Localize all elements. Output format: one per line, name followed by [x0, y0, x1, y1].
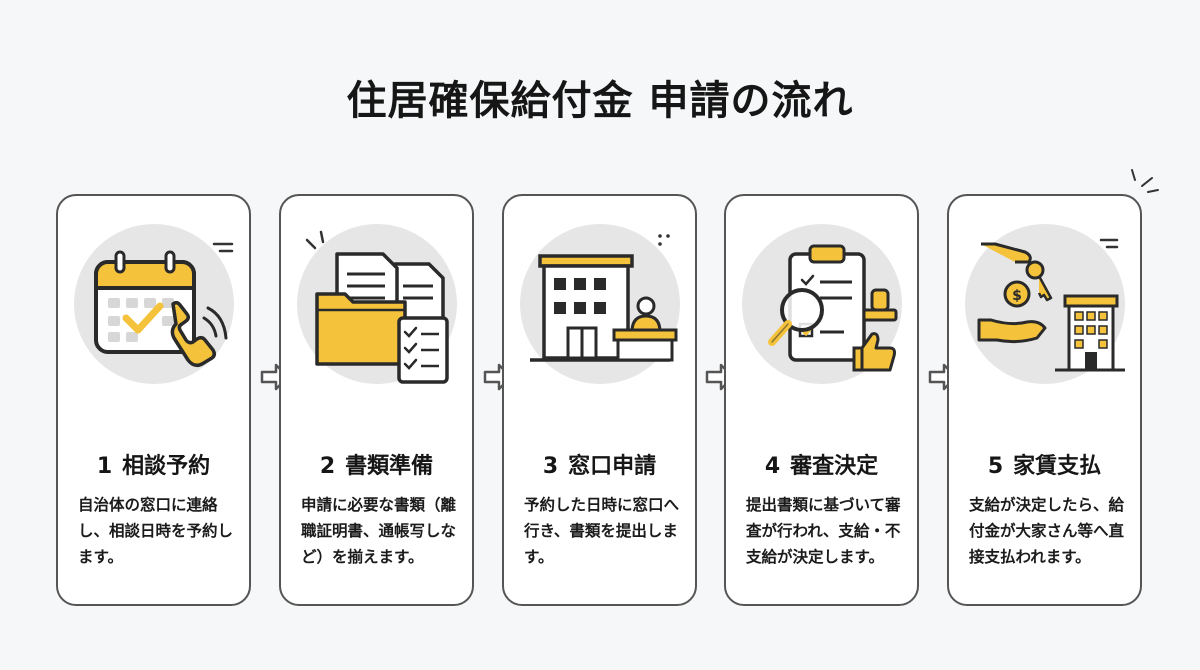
step-heading-4: 4 審査決定: [726, 448, 917, 480]
step-number: 1: [96, 454, 113, 479]
step-label: 相談予約: [122, 454, 211, 479]
step-description: 提出書類に基づいて審査が行われ、支給・不支給が決定します。: [746, 496, 901, 566]
svg-text:$: $: [1012, 288, 1022, 304]
step-card-5: $ 5 家賃支払: [947, 194, 1142, 606]
step-description: 自治体の窓口に連絡し、相談日時を予約します。: [78, 496, 234, 566]
step-description: 支給が決定したら、給付金が大家さん等へ直接支払われます。: [969, 496, 1125, 566]
review-approval-icon: [732, 214, 912, 394]
step-label: 書類準備: [345, 454, 434, 479]
step-number: 4: [764, 454, 781, 479]
step-heading-3: 3 窓口申請: [504, 448, 695, 480]
step-heading-1: 1 相談予約: [58, 448, 249, 480]
step-card-3: 3 窓口申請 予約した日時に窓口へ行き、書類を提出します。: [502, 194, 697, 606]
sparkle-icon: [1131, 169, 1159, 193]
step-description: 予約した日時に窓口へ行き、書類を提出します。: [524, 496, 680, 566]
step-card-2: 2 書類準備 申請に必要な書類（離職証明書、通帳写しなど）を揃えます。: [279, 194, 474, 606]
step-card-4: 4 審査決定 提出書類に基づいて審査が行われ、支給・不支給が決定します。: [724, 194, 919, 606]
step-number: 3: [542, 454, 559, 479]
step-number: 5: [987, 454, 1004, 479]
page-title: 住居確保給付金 申請の流れ: [346, 78, 854, 124]
step-card-1: 1 相談予約 自治体の窓口に連絡し、相談日時を予約します。: [56, 194, 251, 606]
step-number: 2: [319, 454, 336, 479]
office-counter-icon: [510, 214, 690, 394]
calendar-phone-icon: [64, 214, 244, 394]
step-label: 家賃支払: [1013, 454, 1102, 479]
step-label: 窓口申請: [568, 454, 657, 479]
step-heading-5: 5 家賃支払: [949, 448, 1140, 480]
step-description: 申請に必要な書類（離職証明書、通帳写しなど）を揃えます。: [301, 496, 457, 566]
step-heading-2: 2 書類準備: [281, 448, 472, 480]
step-label: 審査決定: [790, 454, 879, 479]
folder-documents-icon: [287, 214, 467, 394]
rent-payment-icon: $: [955, 214, 1135, 394]
